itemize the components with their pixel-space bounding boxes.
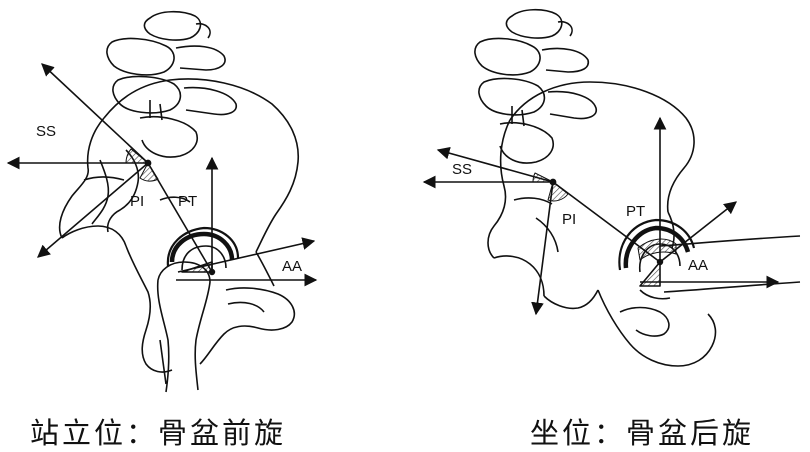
left-sacrum	[91, 149, 140, 233]
left-hip-center-point	[208, 268, 216, 276]
left-sacral-point	[144, 159, 152, 167]
left-labels: SS PI PT AA	[36, 123, 302, 275]
right-label-aa: AA	[688, 257, 708, 274]
left-aa-oblique-line	[177, 237, 316, 273]
left-hip-joint	[156, 226, 265, 393]
left-pi-line	[37, 162, 149, 258]
left-label-pi: PI	[130, 193, 144, 210]
right-sacral-point	[549, 178, 557, 186]
right-pi-line	[531, 181, 554, 316]
left-label-pt: PT	[178, 193, 197, 210]
right-hip-center-point	[656, 258, 664, 266]
right-panel	[422, 8, 801, 367]
right-pelvis-outline	[487, 81, 717, 367]
left-label-aa: AA	[282, 258, 302, 275]
right-label-pi: PI	[562, 211, 576, 228]
left-panel	[6, 10, 318, 393]
right-aa-oblique-line	[659, 201, 738, 263]
right-sacrum-to-hip-line	[552, 181, 661, 263]
left-sacrum-to-hip-line	[147, 162, 213, 273]
right-labels: SS PI PT AA	[452, 161, 708, 274]
right-caption: 坐位：骨盆后旋	[530, 416, 755, 450]
right-label-pt: PT	[626, 203, 645, 220]
right-label-ss: SS	[452, 161, 472, 178]
left-ss-sacral-line	[41, 63, 149, 164]
left-pelvis-outline	[58, 78, 300, 373]
right-lumbar-spine	[474, 8, 598, 164]
left-lumbar-spine	[106, 10, 238, 158]
left-label-ss: SS	[36, 123, 56, 140]
left-caption: 站立位：骨盆前旋	[30, 416, 287, 450]
right-ss-sacral-line	[436, 146, 554, 183]
right-hip-joint	[618, 218, 801, 300]
